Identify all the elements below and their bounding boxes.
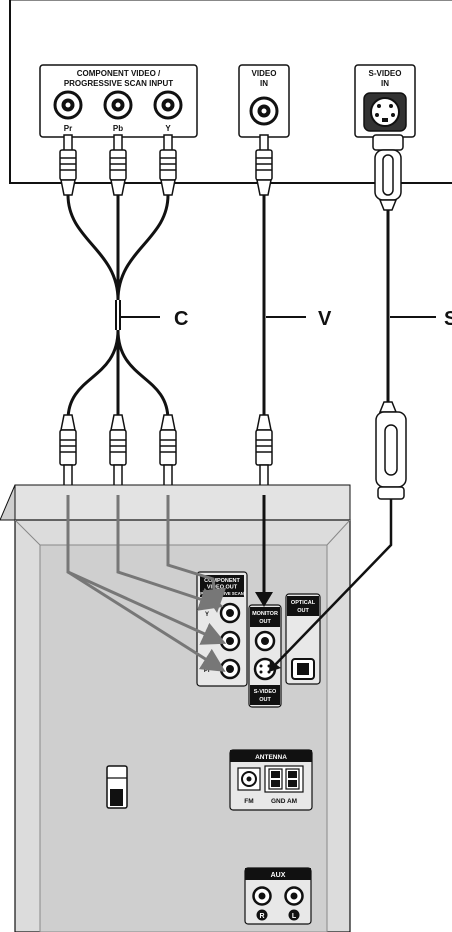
unit-jack-pr-label: Pr: [204, 668, 211, 674]
cable-label-s: S: [444, 308, 452, 330]
unit-aux-group: AUX R L: [244, 867, 312, 925]
unit-jack-y-label: Y: [205, 612, 209, 618]
unit-svideo-out-2: OUT: [259, 697, 271, 703]
unit-optical-out-2: OUT: [297, 608, 309, 614]
plug-bottom-pb: [109, 414, 127, 496]
unit-component-out-1: COMPONENT: [204, 578, 240, 584]
tv-jack-y[interactable]: [153, 90, 183, 120]
unit-optical-out-port[interactable]: [291, 658, 315, 680]
tv-component-input-group: COMPONENT VIDEO / PROGRESSIVE SCAN INPUT…: [39, 64, 198, 138]
tv-svideo-in-label-1: S-VIDEO: [369, 69, 402, 78]
unit-svideo-out-1: S-VIDEO: [254, 689, 277, 695]
unit-aux-label: AUX: [271, 872, 286, 879]
tv-jack-y-label: Y: [165, 124, 171, 133]
unit-component-out-2: VIDEO OUT: [207, 585, 238, 591]
arrow-svideo: [272, 499, 393, 668]
unit-gnd-am-label: GND AM: [271, 798, 297, 805]
plug-top-pb: [109, 134, 127, 196]
unit-aux-l-jack[interactable]: [284, 886, 304, 906]
unit-jack-pb[interactable]: [219, 630, 241, 652]
tv-jack-pr-label: Pr: [64, 124, 72, 133]
unit-voltage-selector[interactable]: [106, 765, 128, 809]
plug-top-svideo: [372, 134, 404, 211]
unit-monitor-out-2: OUT: [259, 619, 271, 625]
unit-aux-l-label: L: [292, 913, 297, 920]
plug-top-y: [159, 134, 177, 196]
tv-svideo-input-group: S-VIDEO IN: [354, 64, 416, 138]
plug-top-video: [255, 134, 273, 196]
arrow-svideo-head: [269, 660, 281, 672]
unit-component-out-group: COMPONENT VIDEO OUT (PROGRESSIVE SCAN) Y…: [196, 571, 248, 687]
tv-video-in-jack[interactable]: [249, 96, 279, 126]
unit-aux-r-jack[interactable]: [252, 886, 272, 906]
plug-bottom-video: [255, 414, 273, 496]
plug-bottom-y: [159, 414, 177, 496]
plugs-bottom: [59, 401, 407, 500]
plug-bottom-svideo: [375, 401, 407, 500]
plugs-top: [59, 134, 404, 211]
unit-optical-out-1: OPTICAL: [291, 600, 316, 606]
unit-aux-r-label: R: [259, 913, 264, 920]
tv-jack-pr[interactable]: [53, 90, 83, 120]
unit-antenna-group: ANTENNA FM GND AM: [229, 749, 313, 811]
unit-component-out-3: (PROGRESSIVE SCAN): [199, 591, 246, 596]
arrow-pr-final: [67, 570, 226, 672]
unit-svideo-out-jack[interactable]: [253, 657, 277, 681]
unit-jack-pb-label: Pb: [203, 640, 211, 646]
component-cable: [66, 194, 170, 421]
cable-label-c: C: [174, 308, 188, 330]
unit-jack-pr[interactable]: [219, 658, 241, 680]
tv-svideo-in-jack[interactable]: [363, 92, 407, 132]
unit-rear-panel: [0, 484, 351, 932]
unit-monitor-out-1: MONITOR: [252, 611, 278, 617]
unit-monitor-out-jack[interactable]: [254, 630, 276, 652]
tv-video-in-label-2: IN: [260, 79, 268, 88]
cable-label-v: V: [318, 308, 332, 330]
unit-fm-label: FM: [244, 798, 253, 805]
unit-jack-y[interactable]: [219, 602, 241, 624]
unit-antenna-label: ANTENNA: [255, 754, 287, 761]
tv-video-input-group: VIDEO IN: [238, 64, 290, 138]
arrow-y: [166, 495, 227, 613]
tv-component-header-1: COMPONENT VIDEO /: [77, 69, 161, 78]
tv-svideo-in-label-2: IN: [381, 79, 389, 88]
tv-video-in-label-1: VIDEO: [252, 69, 277, 78]
plug-top-pr: [59, 134, 77, 196]
unit-am-terminal[interactable]: [264, 765, 304, 793]
unit-monitor-out-group: MONITOR OUT S-VIDEO OUT: [248, 604, 282, 708]
unit-optical-out-group: OPTICAL OUT: [285, 593, 321, 685]
tv-back-panel: [9, 0, 452, 184]
tv-jack-pb[interactable]: [103, 90, 133, 120]
tv-component-header-2: PROGRESSIVE SCAN INPUT: [64, 79, 173, 88]
unit-fm-jack[interactable]: [237, 767, 261, 791]
arrow-pb: [116, 495, 224, 611]
arrow-video-head: [255, 592, 273, 607]
plug-bottom-pr: [59, 414, 77, 496]
tv-jack-pb-label: Pb: [113, 124, 123, 133]
